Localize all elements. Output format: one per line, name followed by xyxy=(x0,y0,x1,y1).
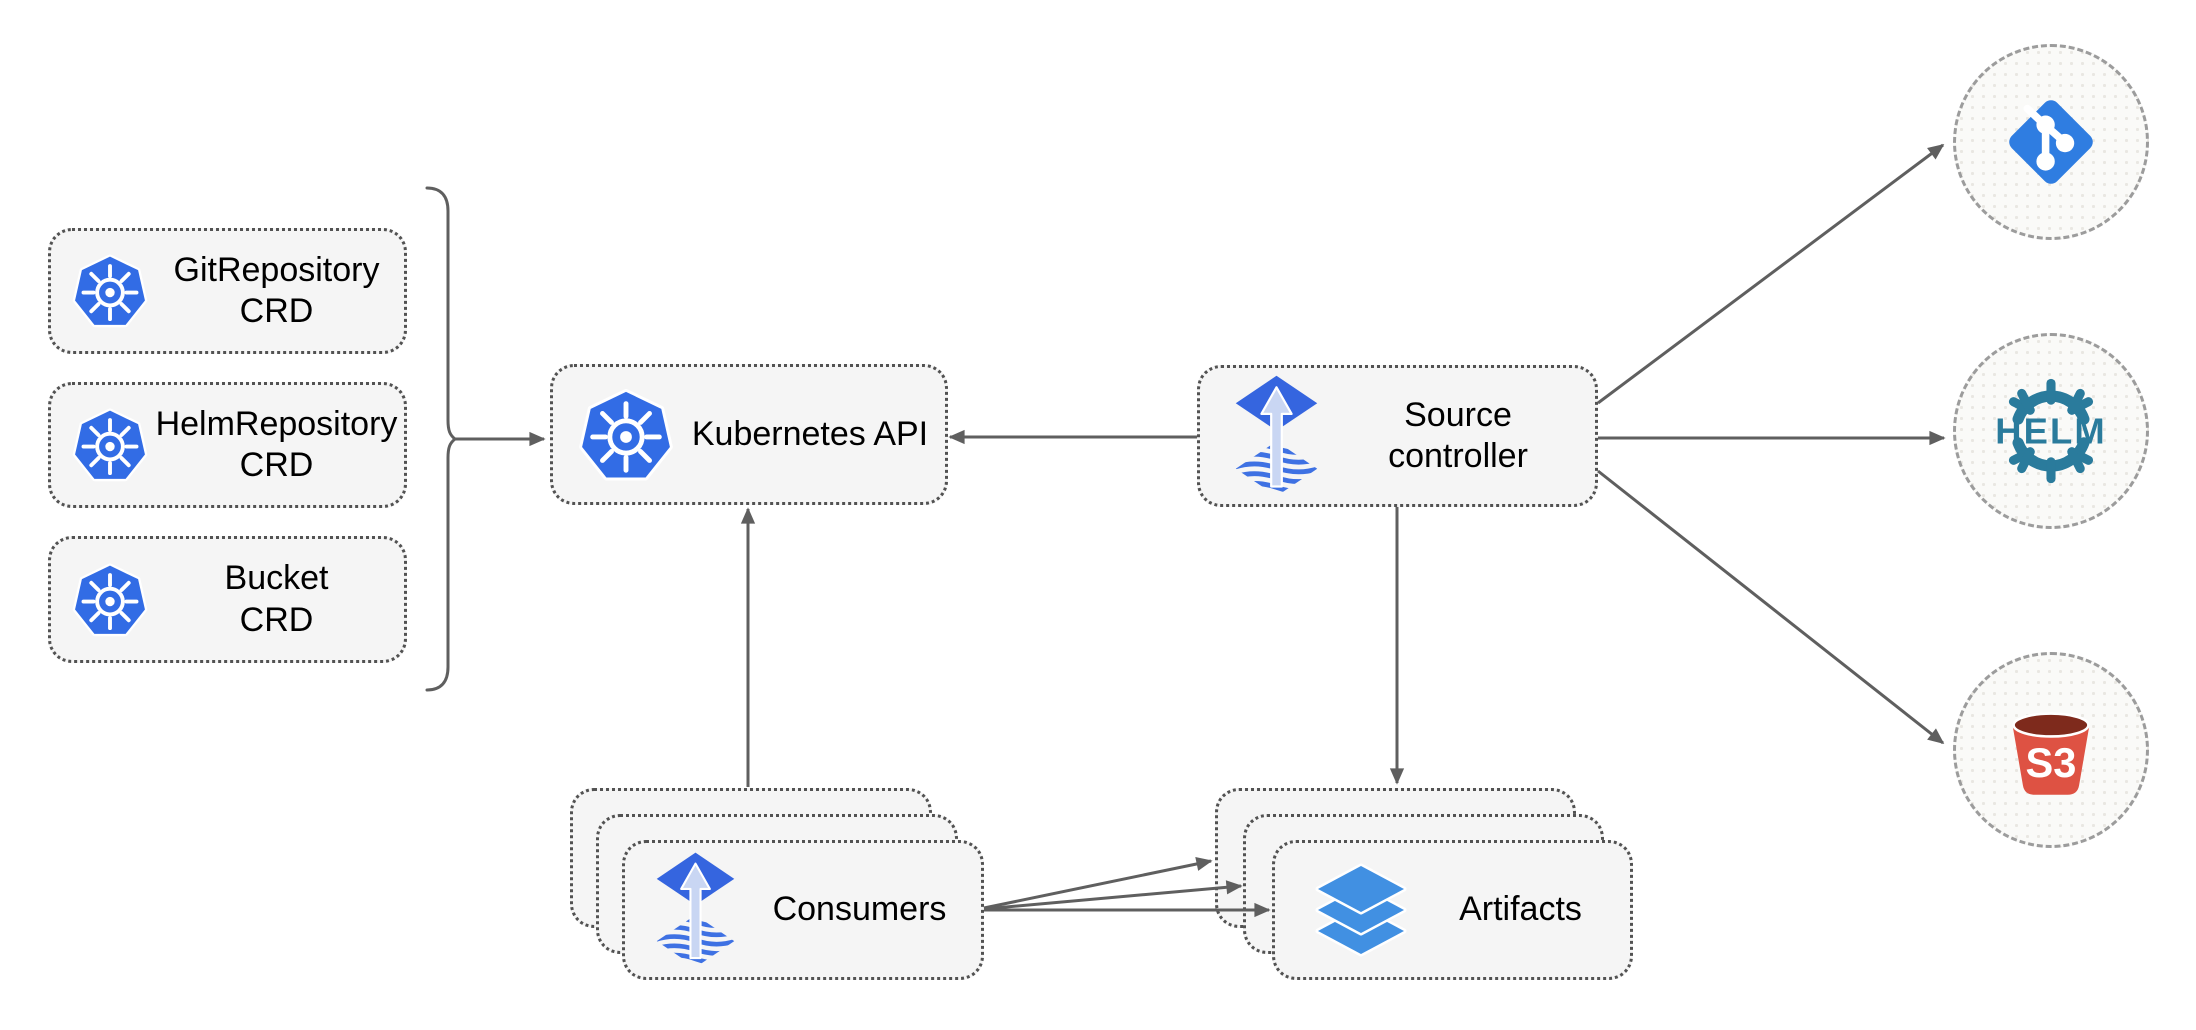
crd-group-bracket xyxy=(425,186,458,692)
flux-icon xyxy=(653,851,738,969)
helm-logo-text: HELM xyxy=(1995,411,2106,452)
edge-consumers-to-artifacts-2 xyxy=(983,880,1243,911)
kubernetes-icon xyxy=(71,406,149,484)
layers-icon xyxy=(1311,860,1411,960)
s3-bucket-icon: S3 xyxy=(1999,694,2103,806)
endpoint-helm: HELM xyxy=(1953,333,2149,529)
git-icon xyxy=(1997,88,2105,196)
kubernetes-icon xyxy=(71,252,149,330)
kubernetes-icon xyxy=(577,386,675,484)
helm-wheel-icon: HELM xyxy=(1981,361,2121,501)
node-label: Artifacts xyxy=(1459,890,1582,929)
node-kubernetes-api: Kubernetes API xyxy=(550,364,948,505)
endpoint-s3: S3 xyxy=(1953,652,2149,848)
edge-source-controller-to-git xyxy=(1597,143,1945,405)
node-label: Kubernetes API xyxy=(691,414,929,453)
edge-source-controller-to-s3 xyxy=(1597,469,1945,745)
edge-consumers-to-artifacts-1 xyxy=(983,856,1213,910)
node-consumers: Consumers xyxy=(622,840,984,980)
s3-logo-text: S3 xyxy=(2026,739,2077,786)
node-label: Consumers xyxy=(772,890,947,929)
kubernetes-icon xyxy=(71,561,149,639)
node-artifacts: Artifacts xyxy=(1272,840,1633,980)
flux-icon xyxy=(1232,374,1321,498)
endpoint-git xyxy=(1953,44,2149,240)
